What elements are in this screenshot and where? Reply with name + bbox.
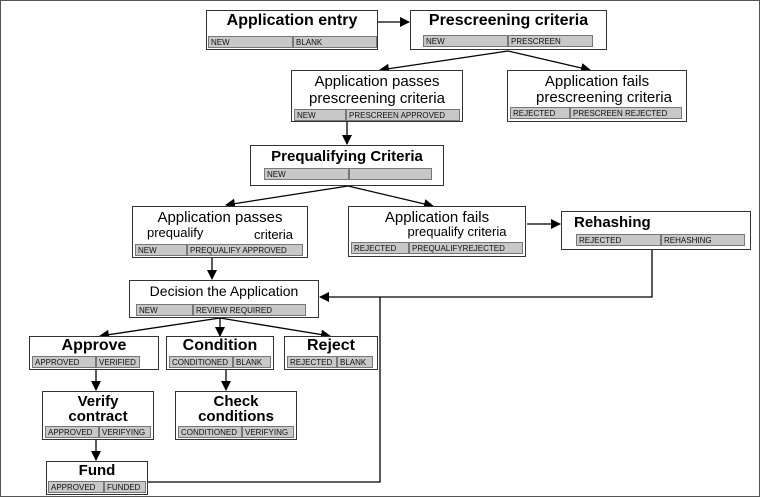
node-fails-prequalify: Application fails prequalify criteria RE…: [348, 206, 526, 257]
status-tag: NEW: [136, 304, 193, 316]
reason-tag: VERIFYING: [99, 426, 151, 438]
reason-tag: VERIFIED: [96, 356, 140, 368]
status-tag: REJECTED: [576, 234, 661, 246]
node-title-line1: Application passes: [314, 73, 440, 90]
reason-tag: BLANK: [337, 356, 373, 368]
node-prequalifying-criteria: Prequalifying Criteria NEW: [250, 145, 444, 186]
status-tag: APPROVED: [45, 426, 99, 438]
node-title-line2: prescreening criteria: [309, 90, 445, 107]
node-title: Reject: [306, 337, 356, 354]
status-tag: NEW: [423, 35, 508, 47]
node-reject: Reject REJECTED BLANK: [284, 336, 378, 370]
node-fails-prescreening: Application fails prescreening criteria …: [507, 70, 687, 122]
status-tag: NEW: [135, 244, 187, 256]
node-decision: Decision the Application NEW REVIEW REQU…: [129, 280, 319, 318]
arrow-prescreen-to-fails: [507, 50, 591, 73]
arrow-prequal-to-fails: [347, 185, 434, 209]
node-title: Application entry: [226, 12, 358, 29]
status-tag: REJECTED: [287, 356, 337, 368]
node-title-line2: contract: [68, 408, 128, 425]
reason-tag: PREQUALIFY APPROVED: [187, 244, 303, 256]
node-passes-prescreening: Application passes prescreening criteria…: [291, 70, 463, 122]
arrow-decision-to-approve: [99, 317, 221, 340]
node-title-line2b: criteria: [253, 227, 293, 242]
node-title-line1: Verify: [77, 393, 119, 410]
reason-tag: PRESCREEN: [508, 35, 593, 47]
node-prescreening-criteria: Prescreening criteria NEW PRESCREEN: [410, 10, 607, 50]
node-verify-contract: Verify contract APPROVED VERIFYING: [42, 391, 154, 440]
status-tag: NEW: [264, 168, 349, 180]
node-title-line2: prequalify criteria: [407, 224, 507, 239]
node-fund: Fund APPROVED FUNDED: [46, 461, 148, 495]
status-tag: NEW: [294, 109, 346, 121]
arrow-decision-to-reject: [219, 317, 331, 340]
node-title: Fund: [78, 462, 116, 479]
node-title: Rehashing: [574, 214, 651, 231]
status-tag: REJECTED: [351, 242, 409, 254]
node-application-entry: Application entry NEW BLANK: [206, 10, 378, 50]
node-title-line1: Application fails: [384, 209, 490, 226]
status-tag: NEW: [208, 36, 293, 48]
node-title: Condition: [182, 337, 258, 354]
reason-tag: BLANK: [233, 356, 271, 368]
node-title-line2: prescreening criteria: [536, 89, 672, 106]
node-title: Prequalifying Criteria: [271, 148, 423, 165]
node-rehashing: Rehashing REJECTED REHASHING: [561, 211, 751, 250]
arrow-rehashing-to-decision: [319, 250, 653, 302]
reason-tag: PRESCREEN APPROVED: [346, 109, 460, 121]
node-title-line1: Application passes: [157, 209, 283, 226]
status-tag: APPROVED: [32, 356, 96, 368]
node-passes-prequalify: Application passes prequalify criteria N…: [132, 206, 308, 258]
reason-tag: [349, 168, 432, 180]
node-title: Decision the Application: [149, 283, 299, 299]
reason-tag: VERIFYING: [242, 426, 294, 438]
arrow-prequal-to-passes: [225, 185, 349, 209]
node-title-line2: conditions: [198, 408, 274, 425]
status-tag: REJECTED: [510, 107, 570, 119]
status-tag: CONDITIONED: [169, 356, 233, 368]
node-title: Approve: [61, 337, 127, 354]
arrow-fund-to-decision: [148, 297, 381, 483]
arrow-prescreen-to-passes: [379, 50, 509, 74]
reason-tag: FUNDED: [104, 481, 146, 493]
node-approve: Approve APPROVED VERIFIED: [29, 336, 159, 370]
node-title-line2a: prequalify: [147, 225, 204, 240]
reason-tag: REHASHING: [661, 234, 745, 246]
reason-tag: PREQUALIFYREJECTED: [409, 242, 523, 254]
node-condition: Condition CONDITIONED BLANK: [166, 336, 274, 370]
node-title-line1: Check: [213, 393, 259, 410]
status-tag: CONDITIONED: [178, 426, 242, 438]
node-title: Prescreening criteria: [428, 12, 589, 29]
reason-tag: BLANK: [293, 36, 377, 48]
node-title-line1: Application fails: [544, 73, 650, 90]
node-check-conditions: Check conditions CONDITIONED VERIFYING: [175, 391, 297, 440]
status-tag: APPROVED: [48, 481, 104, 493]
reason-tag: REVIEW REQUIRED: [193, 304, 306, 316]
reason-tag: PRESCREEN REJECTED: [570, 107, 682, 119]
